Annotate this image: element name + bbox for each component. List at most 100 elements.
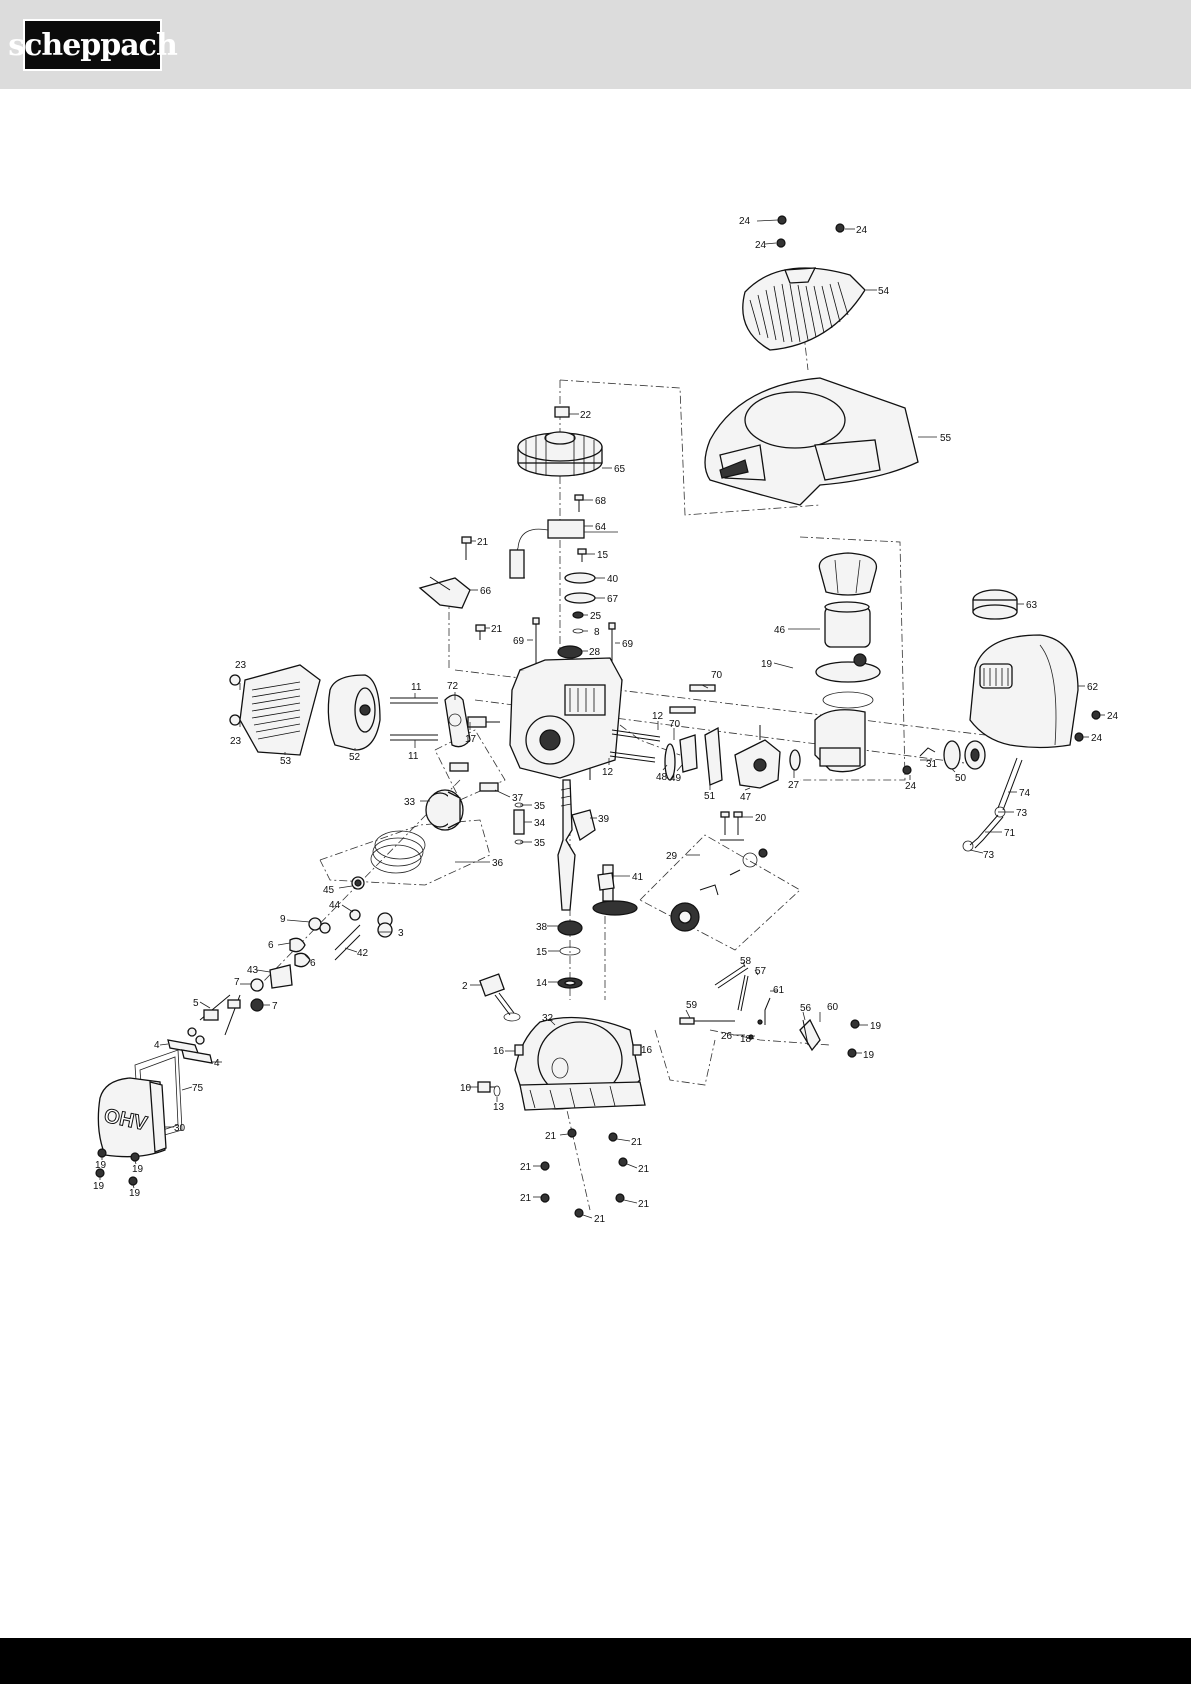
callout-60: 60 <box>827 1002 839 1013</box>
nut-22 <box>554 406 570 418</box>
callout-69: 69 <box>513 636 525 647</box>
elbow-31 <box>919 747 936 757</box>
valve-train <box>187 876 393 1045</box>
callout-48: 48 <box>656 772 668 783</box>
bolt-21-upper <box>461 536 486 640</box>
callout-70: 70 <box>669 719 681 730</box>
callout-21: 21 <box>638 1164 650 1175</box>
callout-22: 22 <box>580 410 592 421</box>
callout-21: 21 <box>520 1162 532 1173</box>
callout-74: 74 <box>1019 788 1031 799</box>
piston-rings-36 <box>370 830 426 874</box>
callout-45: 45 <box>323 885 335 896</box>
callout-41: 41 <box>632 872 644 883</box>
callout-32: 32 <box>542 1013 554 1024</box>
gasket-51 <box>704 726 723 786</box>
callout-56: 56 <box>800 1003 812 1014</box>
callout-23: 23 <box>230 736 242 747</box>
callout-27: 27 <box>788 780 800 791</box>
recoil-starter-54 <box>742 267 866 351</box>
pin-70 <box>669 684 716 714</box>
callout-55: 55 <box>940 433 952 444</box>
gear-38 <box>557 920 583 936</box>
callout-35: 35 <box>534 801 546 812</box>
rocker-4 <box>167 1039 213 1064</box>
air-filter-base <box>814 709 866 773</box>
callout-23: 23 <box>235 660 247 671</box>
callout-47: 47 <box>740 792 752 803</box>
callout-68: 68 <box>595 496 607 507</box>
callout-34: 34 <box>534 818 546 829</box>
piston-33 <box>425 789 464 831</box>
callout-59: 59 <box>686 1000 698 1011</box>
bolt-68 <box>574 494 584 512</box>
callout-69: 69 <box>622 639 634 650</box>
bolt-19-cover <box>95 1148 140 1186</box>
callout-5: 5 <box>193 998 199 1009</box>
callout-42: 42 <box>357 948 369 959</box>
part-drawings <box>95 215 1101 1218</box>
callout-19: 19 <box>129 1188 141 1199</box>
callout-61: 61 <box>773 985 785 996</box>
fuel-valve-50 <box>943 740 986 770</box>
callout-62: 62 <box>1087 682 1099 693</box>
footer-bar <box>0 1638 1191 1684</box>
stud-12 <box>609 729 661 763</box>
callout-40: 40 <box>607 574 619 585</box>
callout-21: 21 <box>594 1214 606 1225</box>
carburetor-47 <box>734 725 781 789</box>
callout-7: 7 <box>234 977 240 988</box>
bracket-37 <box>449 762 499 792</box>
nut-24-top <box>776 215 845 248</box>
callout-6: 6 <box>268 940 274 951</box>
callout-26: 26 <box>721 1031 733 1042</box>
callout-9: 9 <box>280 914 286 925</box>
callout-24: 24 <box>856 225 868 236</box>
fuel-cap-63 <box>972 589 1018 620</box>
bolt-20 <box>720 811 744 841</box>
callout-11: 11 <box>411 682 422 693</box>
callout-4: 4 <box>154 1040 160 1051</box>
callout-16: 16 <box>493 1046 505 1057</box>
washer-13 <box>493 1085 501 1097</box>
engine-block <box>509 657 623 780</box>
callout-19: 19 <box>95 1160 107 1171</box>
callout-57: 57 <box>755 966 767 977</box>
callout-24: 24 <box>1091 733 1103 744</box>
callout-58: 58 <box>740 956 752 967</box>
callout-71: 71 <box>1004 828 1016 839</box>
callout-73: 73 <box>1016 808 1028 819</box>
callout-24: 24 <box>755 240 767 251</box>
insulator-49 <box>679 734 698 773</box>
drain-plug-10 <box>477 1081 495 1093</box>
fuel-tank-62 <box>969 634 1079 749</box>
crankcase-cover-32 <box>514 1016 646 1111</box>
callout-21: 21 <box>631 1137 643 1148</box>
camshaft-41 <box>592 864 638 916</box>
callout-12: 12 <box>602 767 614 778</box>
valve-cover-30 <box>97 1077 167 1158</box>
callout-72: 72 <box>447 681 459 692</box>
callout-73: 73 <box>983 850 995 861</box>
callout-24: 24 <box>1107 711 1119 722</box>
callout-15: 15 <box>597 550 609 561</box>
callout-49: 49 <box>670 773 682 784</box>
callout-37: 37 <box>512 793 524 804</box>
callout-numbers: 24 24 24 54 55 22 65 68 64 15 40 67 25 8… <box>93 216 1119 1225</box>
callout-46: 46 <box>774 625 786 636</box>
callout-10: 10 <box>460 1083 472 1094</box>
exhaust-gasket-72 <box>444 694 471 748</box>
callout-18: 18 <box>740 1034 752 1045</box>
callout-53: 53 <box>280 756 292 767</box>
callout-12: 12 <box>652 711 664 722</box>
callout-50: 50 <box>955 773 967 784</box>
callout-63: 63 <box>1026 600 1038 611</box>
gasket-48 <box>664 743 676 781</box>
callout-21: 21 <box>638 1199 650 1210</box>
leader-lines <box>99 219 1105 1219</box>
bolt-21-bottom <box>540 1128 628 1218</box>
callout-16: 16 <box>641 1045 653 1056</box>
callout-7: 7 <box>272 1001 278 1012</box>
crankshaft-39 <box>557 779 596 911</box>
